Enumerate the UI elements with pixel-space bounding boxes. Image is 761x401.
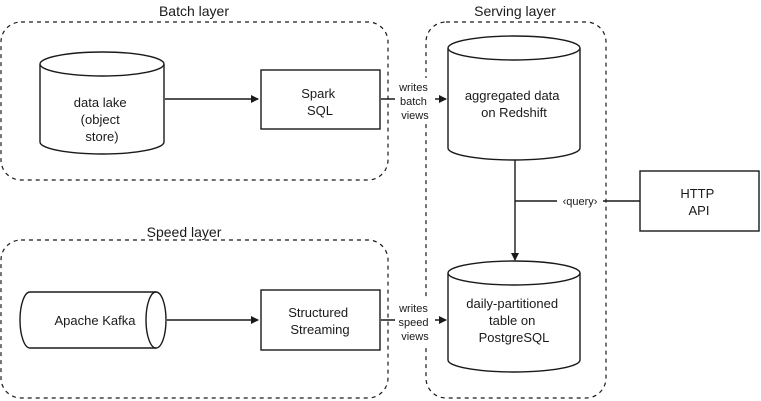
postgres-node: daily-partitioned table on PostgreSQL [447,260,581,373]
svg-text:Structured Streaming: Structured Streaming [288,305,352,337]
structured-streaming-node: Structured Streaming [260,289,381,351]
svg-text:Apache Kafka: Apache Kafka [55,313,137,328]
redshift-node: aggregated data on Redshift [447,35,581,161]
edge-label-query: ‹query› [563,196,598,208]
svg-text:HTTP API: HTTP API [680,186,717,218]
data-lake-node: data lake (object store) [39,51,165,155]
edge-label-writes-batch-views: writes batch views [398,82,431,122]
batch-layer-title: Batch layer [159,3,229,19]
serving-layer-title: Serving layer [474,3,556,19]
batch-layer-group: Batch layer [0,3,389,181]
svg-text:Spark SQL: Spark SQL [301,86,339,118]
speed-layer-title: Speed layer [147,224,222,240]
spark-sql-node: Spark SQL [260,69,381,130]
serving-layer-group: Serving layer [425,3,607,399]
http-api-node: HTTP API [639,170,760,232]
edge-label-writes-speed-views: writes speed views [398,303,431,343]
apache-kafka-node: Apache Kafka [19,291,167,349]
svg-text:aggregated data on Redsh: aggregated data on Redshift [465,88,563,120]
svg-text:data lake (object: data lake (object store) [74,95,130,144]
speed-layer-group: Speed layer [0,224,389,399]
svg-text:daily-partitioned table: daily-partitioned table on PostgreSQL [466,296,561,345]
